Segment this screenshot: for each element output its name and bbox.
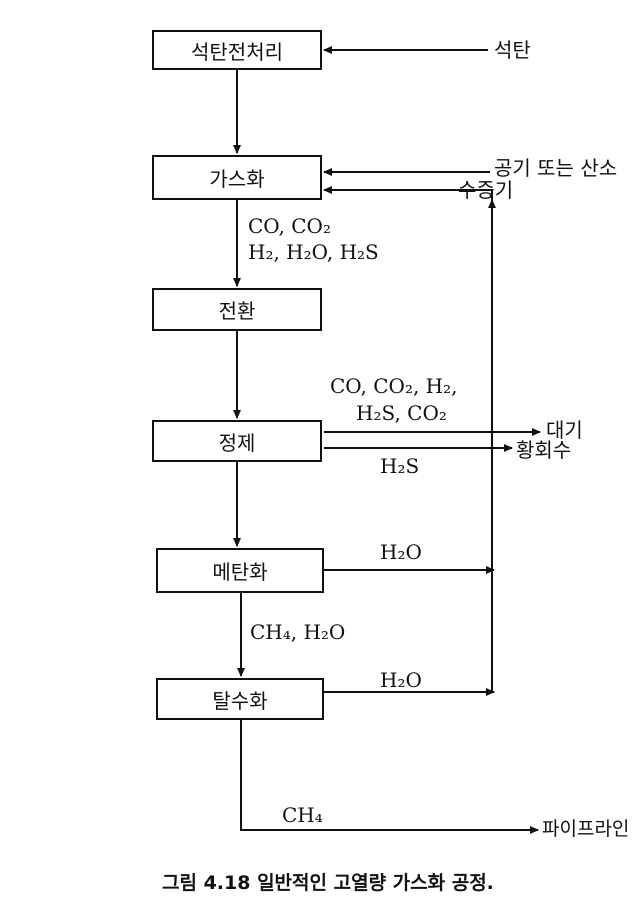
figure-caption: 그림 4.18 일반적인 고열량 가스화 공정.	[162, 872, 494, 894]
label-h2s: H₂S	[380, 454, 420, 478]
label-ch4: CH₄	[282, 803, 323, 827]
box-dehydration: 탈수화	[156, 678, 324, 720]
label-ch4-h2o: CH₄, H₂O	[250, 620, 346, 644]
label-steam: 수증기	[458, 178, 514, 202]
label-gasifier-out-2: H₂, H₂O, H₂S	[248, 240, 379, 264]
box-gasification: 가스화	[152, 155, 322, 200]
label-atmosphere: 대기	[546, 418, 583, 442]
label-coal: 석탄	[494, 38, 531, 62]
label-meth-water: H₂O	[380, 540, 422, 564]
box-methanation: 메탄화	[156, 548, 324, 593]
box-coal-pretreatment: 석탄전처리	[152, 30, 322, 70]
label-vent-1: CO, CO₂, H₂,	[330, 374, 458, 398]
label-gasifier-out-1: CO, CO₂	[248, 214, 331, 238]
label-dehyd-water: H₂O	[380, 668, 422, 692]
label-air-or-oxygen: 공기 또는 산소	[494, 156, 618, 180]
arrow-to-pipeline	[240, 720, 539, 834]
label-vent-2: H₂S, CO₂	[356, 401, 447, 425]
label-pipeline: 파이프라인	[542, 818, 630, 840]
box-purification: 정제	[152, 420, 322, 462]
label-sulfur-recovery: 황회수	[516, 438, 572, 462]
box-shift-conversion: 전환	[152, 288, 322, 331]
